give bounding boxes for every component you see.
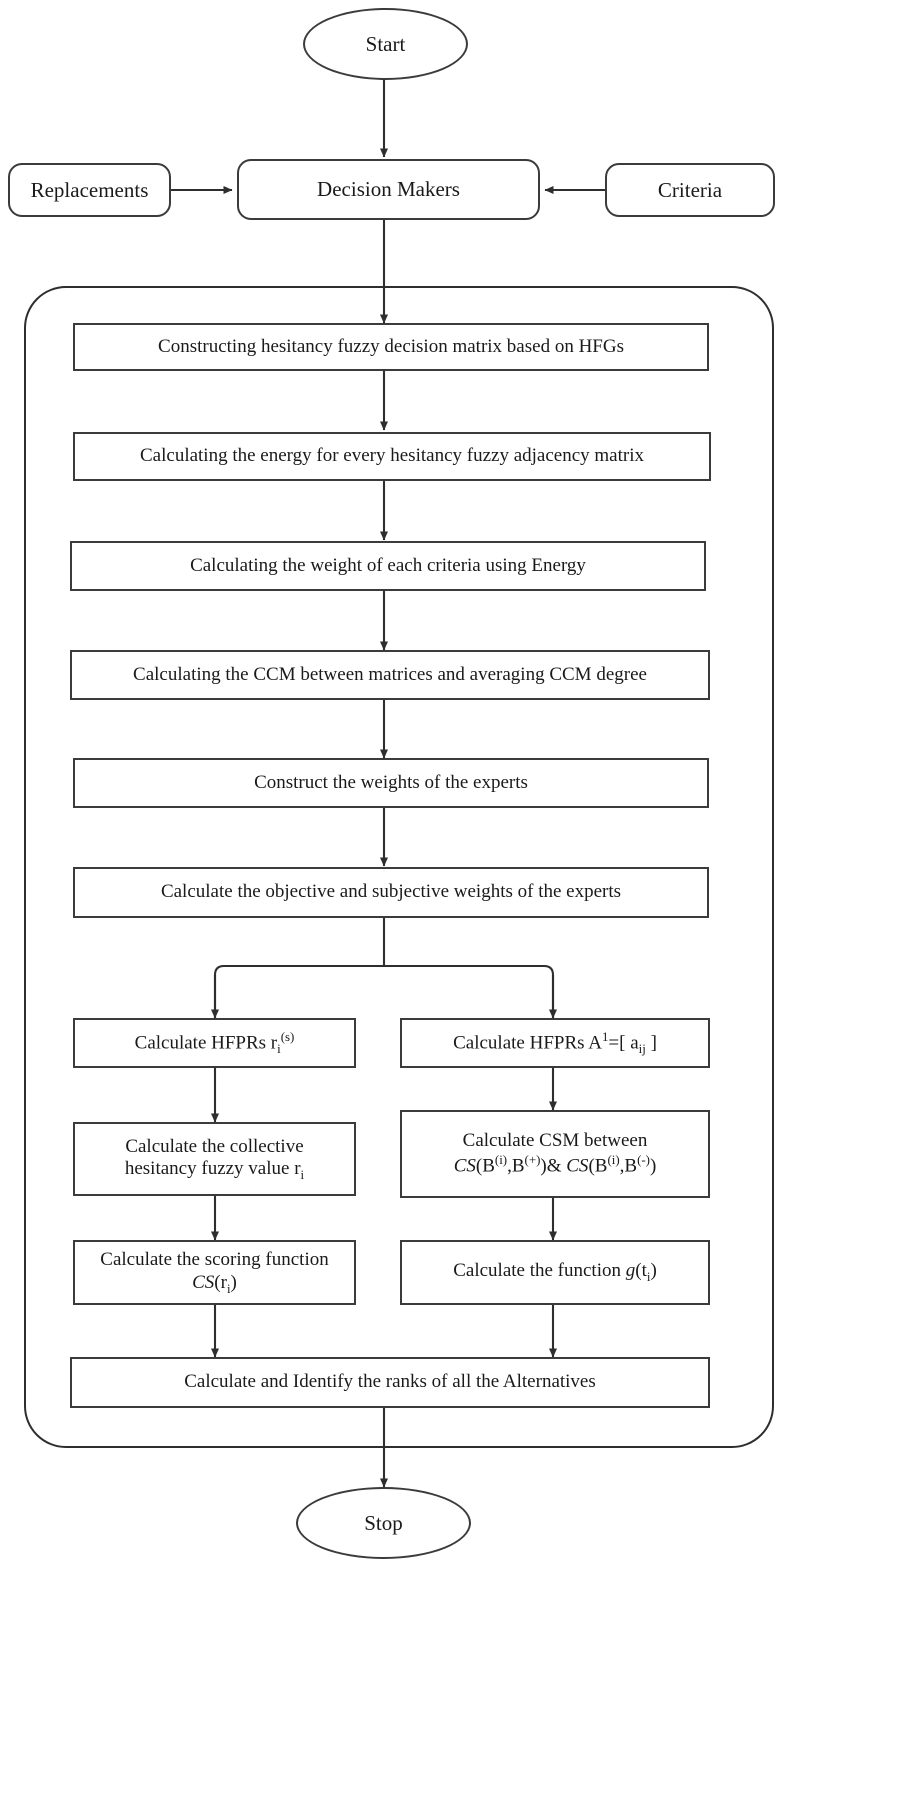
node-left2-label: Calculate the collective hesitancy fuzzy… — [124, 1135, 305, 1182]
node-step2-label: Calculating the energy for every hesitan… — [140, 445, 644, 467]
node-left3[interactable]: Calculate the scoring function CS(ri) — [73, 1240, 356, 1305]
node-right3-label: Calculate the function g(ti) — [453, 1260, 657, 1285]
node-final[interactable]: Calculate and Identify the ranks of all … — [70, 1357, 710, 1408]
node-step5-label: Construct the weights of the experts — [254, 771, 528, 793]
node-left2[interactable]: Calculate the collective hesitancy fuzzy… — [73, 1122, 356, 1196]
node-step5[interactable]: Construct the weights of the experts — [73, 758, 709, 808]
node-stop[interactable]: Stop — [296, 1487, 471, 1559]
node-left1-label: Calculate HFPRs ri(s) — [134, 1029, 295, 1057]
node-criteria[interactable]: Criteria — [605, 163, 775, 217]
node-step4[interactable]: Calculating the CCM between matrices and… — [70, 650, 710, 700]
node-start[interactable]: Start — [303, 8, 468, 80]
node-right2[interactable]: Calculate CSM between CS(B(i),B(+))& CS(… — [400, 1110, 710, 1198]
node-right3[interactable]: Calculate the function g(ti) — [400, 1240, 710, 1305]
node-step3-label: Calculating the weight of each criteria … — [190, 554, 586, 576]
node-replacements[interactable]: Replacements — [8, 163, 171, 217]
node-criteria-label: Criteria — [657, 177, 723, 202]
node-final-label: Calculate and Identify the ranks of all … — [184, 1371, 596, 1393]
node-decision-makers-label: Decision Makers — [317, 177, 460, 202]
node-left3-label: Calculate the scoring function CS(ri) — [100, 1249, 329, 1296]
node-step6-label: Calculate the objective and subjective w… — [160, 881, 622, 903]
node-right1[interactable]: Calculate HFPRs A1=[ aij ] — [400, 1018, 710, 1068]
node-stop-label: Stop — [364, 1510, 403, 1535]
process-container — [24, 286, 774, 1448]
node-right2-label: Calculate CSM between CS(B(i),B(+))& CS(… — [453, 1129, 657, 1177]
node-left1[interactable]: Calculate HFPRs ri(s) — [73, 1018, 356, 1068]
node-right1-label: Calculate HFPRs A1=[ aij ] — [453, 1029, 657, 1057]
node-step2[interactable]: Calculating the energy for every hesitan… — [73, 432, 711, 481]
node-start-label: Start — [365, 31, 406, 56]
node-step3[interactable]: Calculating the weight of each criteria … — [70, 541, 706, 591]
node-step1-label: Constructing hesitancy fuzzy decision ma… — [158, 335, 624, 357]
node-replacements-label: Replacements — [30, 177, 149, 202]
node-step4-label: Calculating the CCM between matrices and… — [133, 663, 647, 685]
node-step6[interactable]: Calculate the objective and subjective w… — [73, 867, 709, 918]
node-decision-makers[interactable]: Decision Makers — [237, 159, 540, 220]
node-step1[interactable]: Constructing hesitancy fuzzy decision ma… — [73, 323, 709, 371]
